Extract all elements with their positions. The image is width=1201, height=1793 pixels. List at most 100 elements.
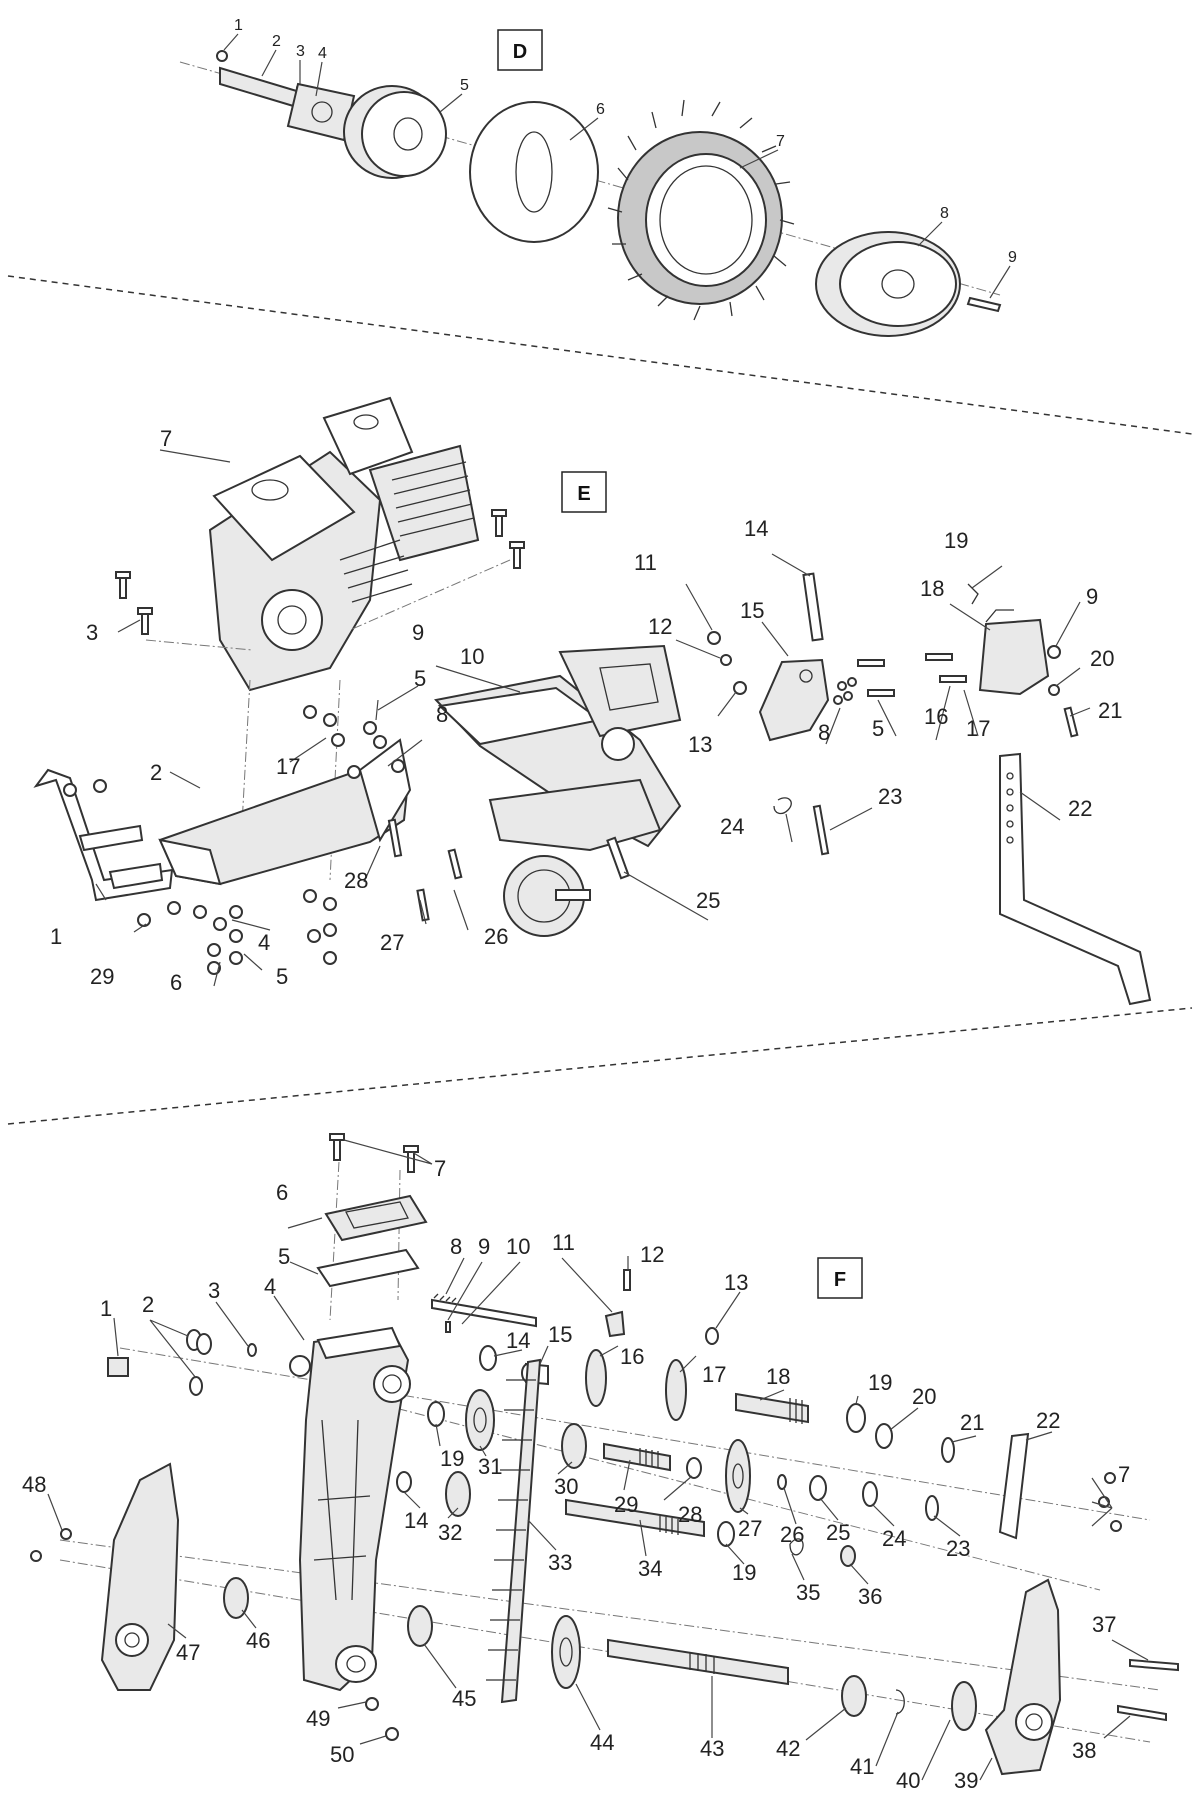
leader-lines	[47, 1139, 1149, 1781]
side-plate-22	[998, 1432, 1030, 1540]
bearing-46	[223, 1577, 249, 1619]
bearing-25	[809, 1475, 827, 1501]
hitch-bolt	[1063, 706, 1079, 738]
callout: 37	[1092, 1612, 1116, 1637]
divider-e-f	[7, 1007, 1193, 1125]
callout: 49	[306, 1706, 330, 1731]
callout: 13	[724, 1270, 748, 1295]
callout: 5	[460, 77, 469, 94]
circlip-35	[789, 1538, 804, 1556]
callout: 29	[614, 1492, 638, 1517]
callout: 22	[1036, 1408, 1060, 1433]
callout: 50	[330, 1742, 354, 1767]
callout: 33	[548, 1550, 572, 1575]
hitch-block	[978, 618, 1050, 696]
callout: 20	[912, 1384, 936, 1409]
callout: 32	[438, 1520, 462, 1545]
section-e-letter: E	[577, 483, 590, 505]
bumper-bracket	[78, 824, 144, 852]
bracket-fasteners	[833, 653, 967, 705]
callout: 26	[484, 924, 508, 949]
gear-17	[665, 1359, 687, 1421]
callout: 38	[1072, 1738, 1096, 1763]
callout: 27	[380, 930, 404, 955]
callout: 5	[872, 716, 884, 741]
outer-rim-hub	[881, 269, 915, 299]
long-bolt-37	[1129, 1658, 1179, 1672]
callout: 21	[960, 1410, 984, 1435]
frame-nuts	[137, 705, 405, 975]
callout: 6	[596, 101, 605, 118]
gearbox-cover	[324, 1194, 428, 1242]
callout: 34	[638, 1556, 662, 1581]
nut-11	[707, 631, 721, 645]
hitch-nut	[1047, 645, 1061, 659]
left-side-cover	[100, 1462, 180, 1691]
callout: 17	[702, 1362, 726, 1387]
hitch-pin	[802, 572, 824, 642]
callout: 9	[412, 620, 424, 645]
shift-shaft	[431, 1298, 537, 1328]
engine-axis-lines	[145, 559, 511, 881]
bearing-45	[407, 1605, 433, 1647]
bumper-bracket-lower	[108, 862, 164, 890]
right-side-cover	[984, 1578, 1062, 1776]
callout: 27	[738, 1516, 762, 1541]
leader-lines	[223, 33, 1011, 299]
callout: 45	[452, 1686, 476, 1711]
housing-pin	[247, 1343, 257, 1357]
long-bolt-38	[1117, 1704, 1167, 1722]
washer-26	[777, 1474, 787, 1490]
callout: 19	[440, 1446, 464, 1471]
seal-ring-b	[196, 1333, 212, 1355]
callout: 23	[878, 784, 902, 809]
gearbox-housing	[289, 1326, 411, 1692]
hub-flange-bore	[311, 101, 333, 123]
callout: 24	[882, 1526, 906, 1551]
callout: 7	[160, 426, 172, 451]
callout: 19	[868, 1370, 892, 1395]
lynch-clip	[773, 797, 792, 815]
inner-tube-hole	[515, 131, 553, 213]
callout: 8	[940, 205, 949, 222]
callout: 14	[404, 1508, 428, 1533]
callout: 7	[434, 1156, 446, 1181]
callout: 15	[740, 598, 764, 623]
axle-nut	[216, 50, 228, 62]
seal-ring-c	[189, 1376, 203, 1396]
leader-lines	[95, 449, 1091, 987]
callout: 23	[946, 1536, 970, 1561]
screw-48b	[30, 1550, 42, 1562]
wheel-bolt	[966, 296, 1002, 313]
spline-shaft-18	[735, 1392, 809, 1424]
callout: 4	[258, 930, 270, 955]
callout: 18	[766, 1364, 790, 1389]
callout: 8	[436, 702, 448, 727]
callout: 48	[22, 1472, 46, 1497]
callout: 2	[142, 1292, 154, 1317]
callout: 5	[414, 666, 426, 691]
hitch-washer	[1048, 684, 1060, 696]
shaft-nut	[705, 1327, 719, 1345]
callout: 42	[776, 1736, 800, 1761]
bearing-42	[841, 1675, 867, 1717]
callout: 4	[264, 1274, 276, 1299]
inner-tube	[469, 101, 599, 243]
bushing-28	[686, 1457, 702, 1479]
spline-shaft-29	[603, 1442, 671, 1472]
callout: 30	[554, 1474, 578, 1499]
screw-48a	[60, 1528, 72, 1540]
gear-axis-lines	[59, 1143, 1161, 1743]
cover-gasket	[316, 1248, 420, 1288]
cap-36	[840, 1545, 856, 1567]
callout: 10	[506, 1234, 530, 1259]
callout: 22	[1068, 796, 1092, 821]
callout: 14	[744, 516, 768, 541]
callout: 2	[150, 760, 162, 785]
section-e-badge	[561, 471, 607, 513]
shaft-34	[565, 1498, 705, 1538]
gear-31	[465, 1389, 495, 1451]
callout: 1	[100, 1296, 112, 1321]
output-sprocket-44	[551, 1615, 581, 1689]
hitch-block-edge	[985, 609, 1014, 623]
